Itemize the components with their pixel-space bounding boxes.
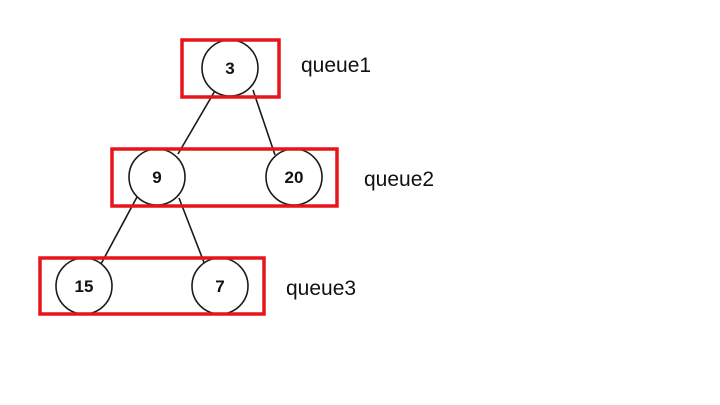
node-label: 20 [285, 168, 304, 187]
node-label: 3 [225, 59, 234, 78]
level-label-queue3: queue3 [286, 277, 356, 300]
tree-edges [100, 88, 276, 266]
level-box-queue1 [180, 38, 281, 99]
tree-node: 9 [128, 148, 186, 206]
level-box-queue2 [110, 147, 339, 208]
tree-node: 3 [201, 39, 259, 97]
edge-3-9 [177, 88, 217, 155]
tree-node: 15 [55, 257, 113, 315]
level-box-queue3 [38, 256, 266, 316]
level-label-queue1: queue1 [301, 54, 371, 77]
tree-node: 20 [265, 148, 323, 206]
tree-node: 7 [191, 257, 249, 315]
edge-9-15 [100, 196, 138, 265]
node-label: 7 [215, 277, 224, 296]
node-label: 9 [152, 168, 161, 187]
level-label-queue2: queue2 [364, 168, 434, 191]
edge-3-20 [252, 89, 276, 156]
edge-9-7 [178, 197, 206, 266]
node-label: 15 [75, 277, 94, 296]
